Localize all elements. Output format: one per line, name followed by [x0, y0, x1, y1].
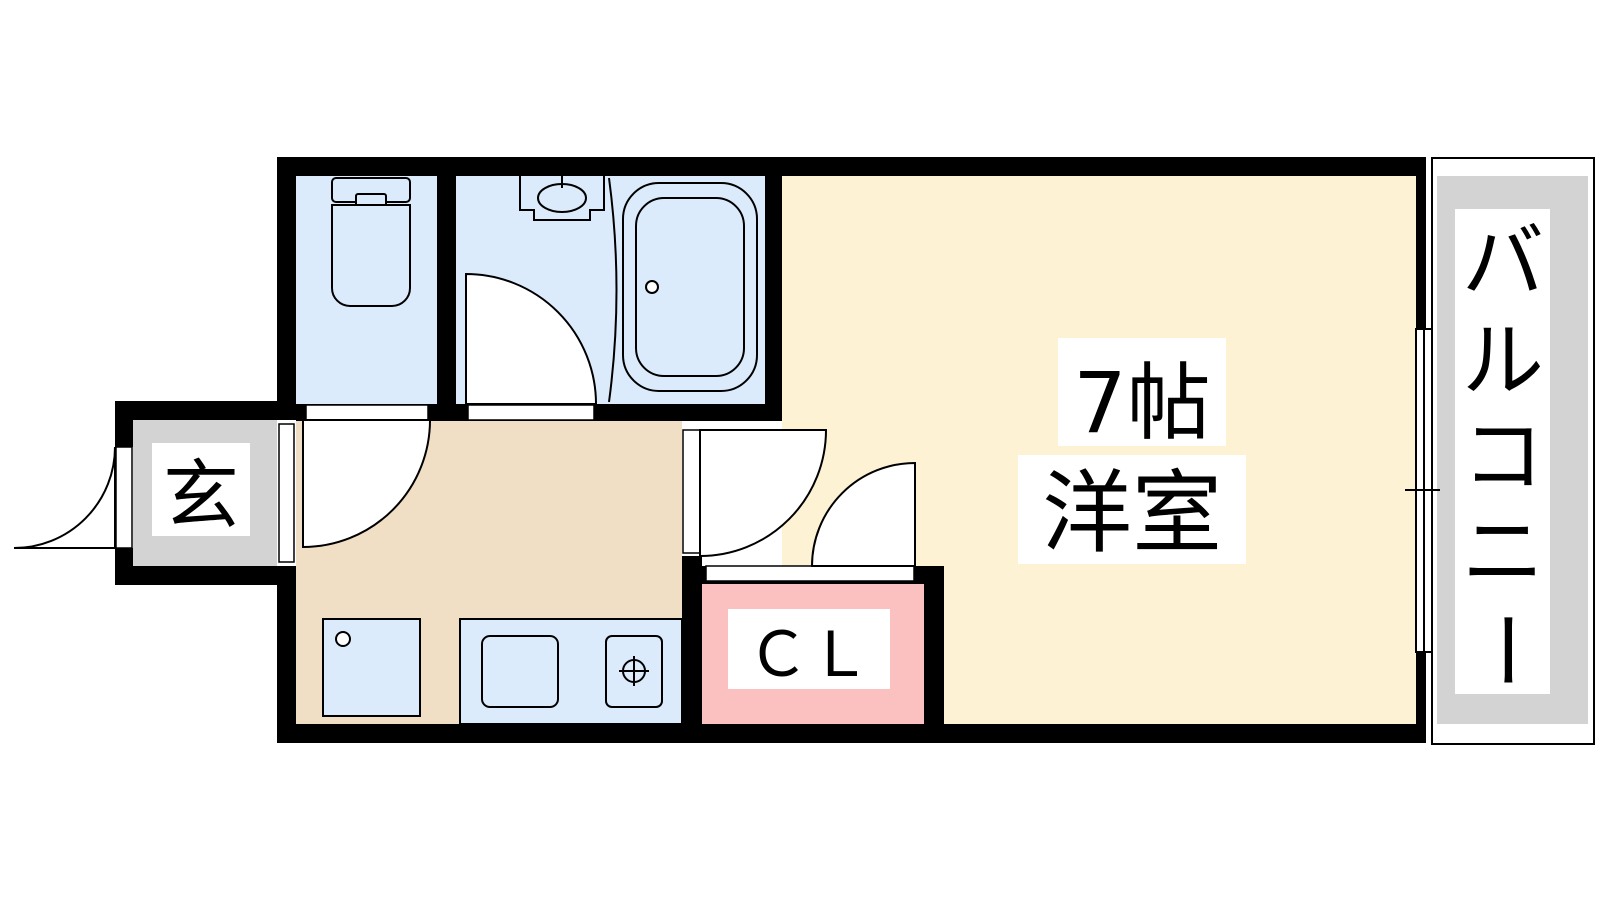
western-name-label-bg [1018, 455, 1246, 564]
sink-bowl [481, 635, 559, 708]
wall-entrance-left-lower [115, 548, 133, 585]
wall-right-upper [1416, 157, 1426, 329]
washbasin-bowl [537, 183, 587, 213]
washbasin-fixture [519, 176, 605, 221]
closet-door-opening [705, 565, 915, 582]
kitchen-counter [459, 618, 683, 725]
bath-curtain-line [608, 177, 618, 403]
bath-door-opening [467, 404, 595, 421]
closet-label-bg [728, 609, 890, 689]
western-size-label: 7帖 [1073, 354, 1210, 452]
bathtub-inner [635, 197, 745, 377]
bath-door-swing [465, 272, 598, 405]
wall-entrance-top [115, 401, 296, 420]
toilet-fixture [331, 177, 411, 307]
wall-bath-right [765, 157, 782, 421]
washing-machine-fixture [322, 618, 421, 717]
western-door-opening [682, 429, 702, 554]
western-size-label-bg [1058, 338, 1226, 446]
balcony-label-char-3: コ [1462, 409, 1544, 504]
balcony-label: バ ル コ ニ ー [1457, 215, 1552, 691]
bathtub-drain [645, 280, 659, 294]
wall-top [277, 157, 1426, 176]
balcony-label-char-2: ル [1462, 314, 1544, 409]
closet-door-swing [810, 461, 916, 567]
entrance-door-opening [115, 446, 133, 549]
wall-entrance-bottom [115, 566, 296, 585]
balcony-label-char-4: ニ [1462, 505, 1544, 600]
balcony-label-char-1: バ [1462, 215, 1544, 310]
door-openings [115, 404, 915, 582]
front-door-opening [278, 423, 295, 563]
wall-closet-right [924, 566, 944, 743]
toilet-bowl [331, 204, 411, 307]
wall-bottom [277, 724, 1426, 743]
wall-left-lower [277, 566, 296, 743]
wall-right-lower [1416, 652, 1426, 743]
wall-kitchen-right-lower [682, 556, 702, 743]
door-swings [13, 272, 916, 567]
balcony-window [1405, 328, 1440, 653]
washing-machine-drain [335, 631, 351, 647]
bathtub-fixture [622, 182, 758, 392]
toilet-door-opening [305, 404, 429, 421]
wall-left-upper [277, 157, 296, 420]
entrance-label: 玄 [163, 451, 239, 540]
balcony-label-bg [1455, 209, 1550, 694]
entrance-door-swing [13, 446, 116, 549]
western-name-label: 洋室 [1042, 461, 1222, 566]
closet-label: ＣＬ [747, 618, 871, 691]
western-door-swing [699, 429, 828, 558]
entrance-label-bg [152, 443, 250, 536]
balcony-label-char-5: ー [1457, 609, 1552, 691]
front-inner-door-swing [302, 419, 432, 549]
wall-entrance-left-upper [115, 401, 133, 447]
wall-toilet-bath [437, 157, 456, 421]
